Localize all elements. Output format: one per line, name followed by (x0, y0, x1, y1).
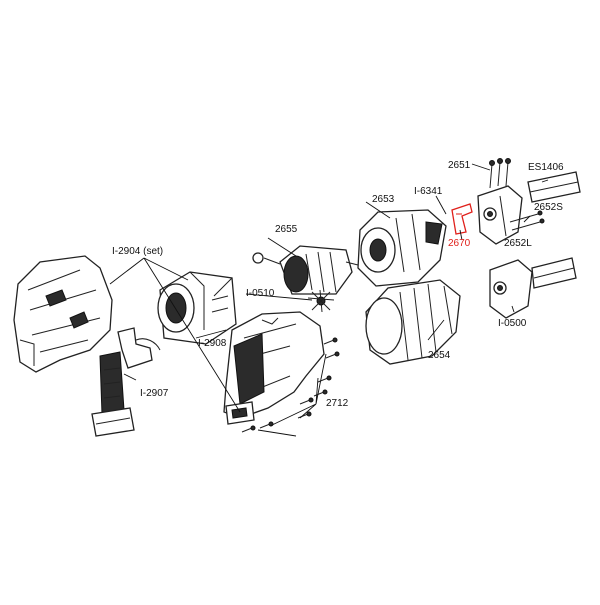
armature[interactable] (252, 245, 363, 295)
switch-assembly[interactable] (91, 327, 161, 437)
label-i-0510: I-0510 (246, 288, 275, 299)
blade-clamp-upper[interactable] (477, 185, 523, 245)
gear-case[interactable] (357, 209, 447, 287)
label-i-2908: I-2908 (198, 338, 227, 349)
label-2651: 2651 (448, 160, 471, 171)
label-2654: 2654 (428, 350, 451, 361)
nose-boot[interactable] (365, 279, 461, 365)
screws-2651[interactable] (489, 158, 511, 189)
label-i-0500: I-0500 (498, 318, 527, 329)
blade-release-lever[interactable] (451, 203, 473, 235)
label-es1406: ES1406 (528, 162, 564, 173)
housing-screws[interactable] (241, 337, 340, 433)
label-2712: 2712 (326, 398, 349, 409)
label-2670: 2670 (448, 238, 471, 249)
clamp-screws[interactable] (509, 210, 545, 231)
brush-holder[interactable] (307, 289, 335, 313)
label-2653: 2653 (372, 194, 395, 205)
label-2655: 2655 (275, 224, 298, 235)
label-2652l: 2652L (504, 238, 532, 249)
leader-lines (109, 163, 549, 437)
housing-half-left[interactable] (13, 255, 113, 373)
gear-housing-body[interactable] (223, 311, 325, 425)
label-i-6341: I-6341 (414, 186, 443, 197)
plunger-shaft[interactable] (527, 171, 581, 203)
label-2652s: 2652S (534, 202, 563, 213)
label-i-2907: I-2907 (140, 388, 169, 399)
label-i-2904-set: I-2904 (set) (112, 246, 164, 257)
blade-clamp-assembly[interactable] (489, 257, 577, 319)
motor-stator[interactable] (157, 271, 237, 345)
